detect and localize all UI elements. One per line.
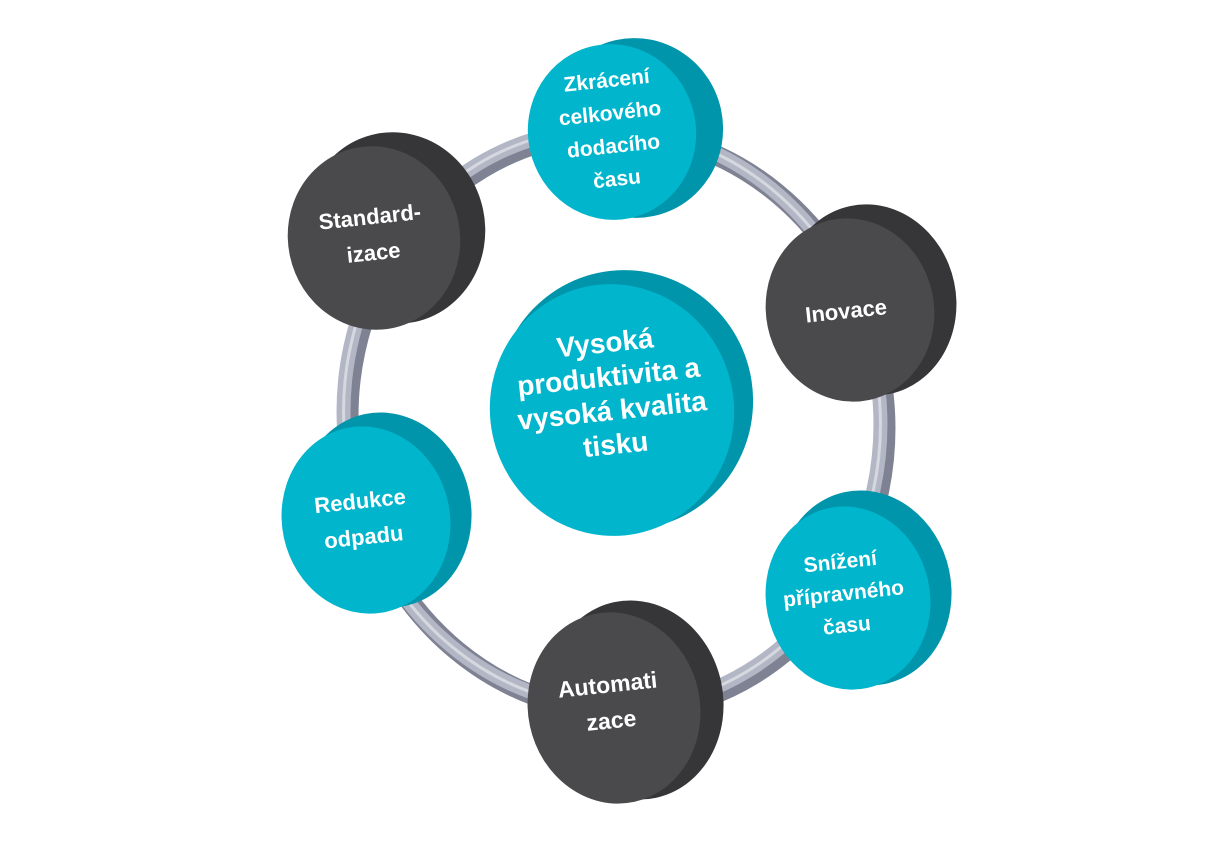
node-face <box>527 44 697 220</box>
node-label-line: času <box>822 612 872 640</box>
center-node: Vysoká produktivita a vysoká kvalita tis… <box>489 270 754 536</box>
node-standardizace: Standard- izace <box>287 132 486 330</box>
node-redukce: Redukce odpadu <box>281 412 472 614</box>
node-face <box>281 426 451 614</box>
node-zkraceni: Zkrácení celkového dodacího času <box>527 38 724 220</box>
node-face <box>287 146 461 330</box>
node-automatizace: Automati zace <box>527 600 724 804</box>
node-face <box>765 218 935 402</box>
node-label-line: času <box>592 165 642 193</box>
center-node-face <box>489 284 735 536</box>
node-face <box>527 612 701 804</box>
node-label-line: izace <box>345 237 401 267</box>
node-inovace: Inovace <box>765 204 957 402</box>
node-snizeni: Snížení přípravného času <box>765 490 952 690</box>
node-face <box>765 506 931 690</box>
center-label-line: tisku <box>581 425 649 463</box>
node-label-line: zace <box>585 705 637 736</box>
